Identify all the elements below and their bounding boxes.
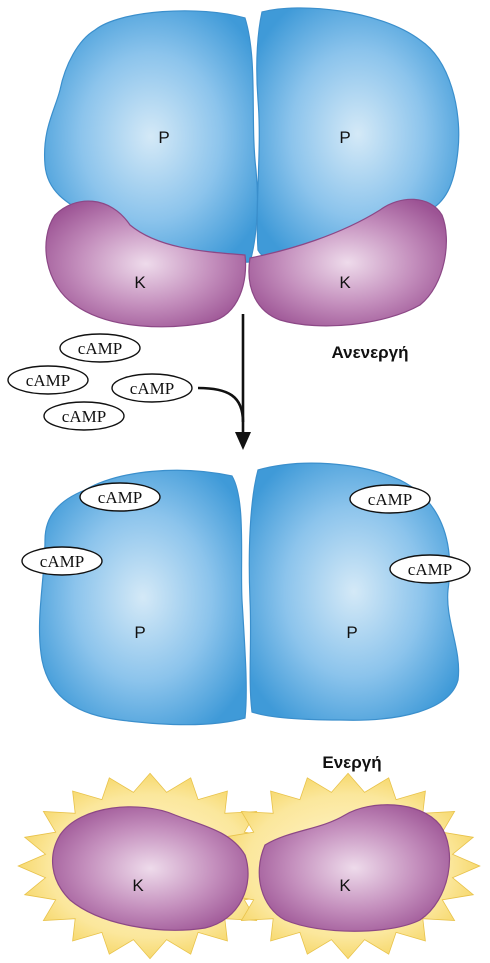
- inactive-status-label: Ανενεργή: [331, 343, 408, 362]
- camp-molecule: cAMP: [8, 366, 88, 394]
- camp-molecule: cAMP: [60, 334, 140, 362]
- camp-label: cAMP: [408, 560, 452, 579]
- activation-arrow: [198, 314, 251, 450]
- camp-molecule: cAMP: [112, 374, 192, 402]
- free-camp-group: cAMP cAMP cAMP cAMP: [8, 334, 192, 430]
- catalytic-label-right: K: [339, 876, 351, 895]
- regulatory-label-left: P: [158, 128, 169, 147]
- bound-camp: cAMP: [390, 555, 470, 583]
- camp-molecule: cAMP: [44, 402, 124, 430]
- camp-label: cAMP: [62, 407, 106, 426]
- camp-label: cAMP: [40, 552, 84, 571]
- regulatory-dimer-with-camp: P P cAMP cAMP cAMP cAMP: [22, 463, 470, 724]
- catalytic-label-left: K: [134, 273, 146, 292]
- arrow-branch: [198, 388, 243, 422]
- camp-label: cAMP: [78, 339, 122, 358]
- regulatory-label-right: P: [346, 623, 357, 642]
- catalytic-label-left: K: [132, 876, 144, 895]
- active-status-label: Ενεργή: [322, 753, 381, 772]
- bound-camp: cAMP: [80, 483, 160, 511]
- camp-label: cAMP: [98, 488, 142, 507]
- arrow-head: [235, 432, 251, 450]
- active-catalytic-subunits: K K: [18, 773, 480, 958]
- camp-label: cAMP: [130, 379, 174, 398]
- bound-camp: cAMP: [350, 485, 430, 513]
- inactive-complex: P P K K Ανενεργή: [45, 8, 459, 362]
- camp-label: cAMP: [368, 490, 412, 509]
- bound-camp: cAMP: [22, 547, 102, 575]
- regulatory-label-right: P: [339, 128, 350, 147]
- regulatory-label-left: P: [134, 623, 145, 642]
- camp-label: cAMP: [26, 371, 70, 390]
- catalytic-label-right: K: [339, 273, 351, 292]
